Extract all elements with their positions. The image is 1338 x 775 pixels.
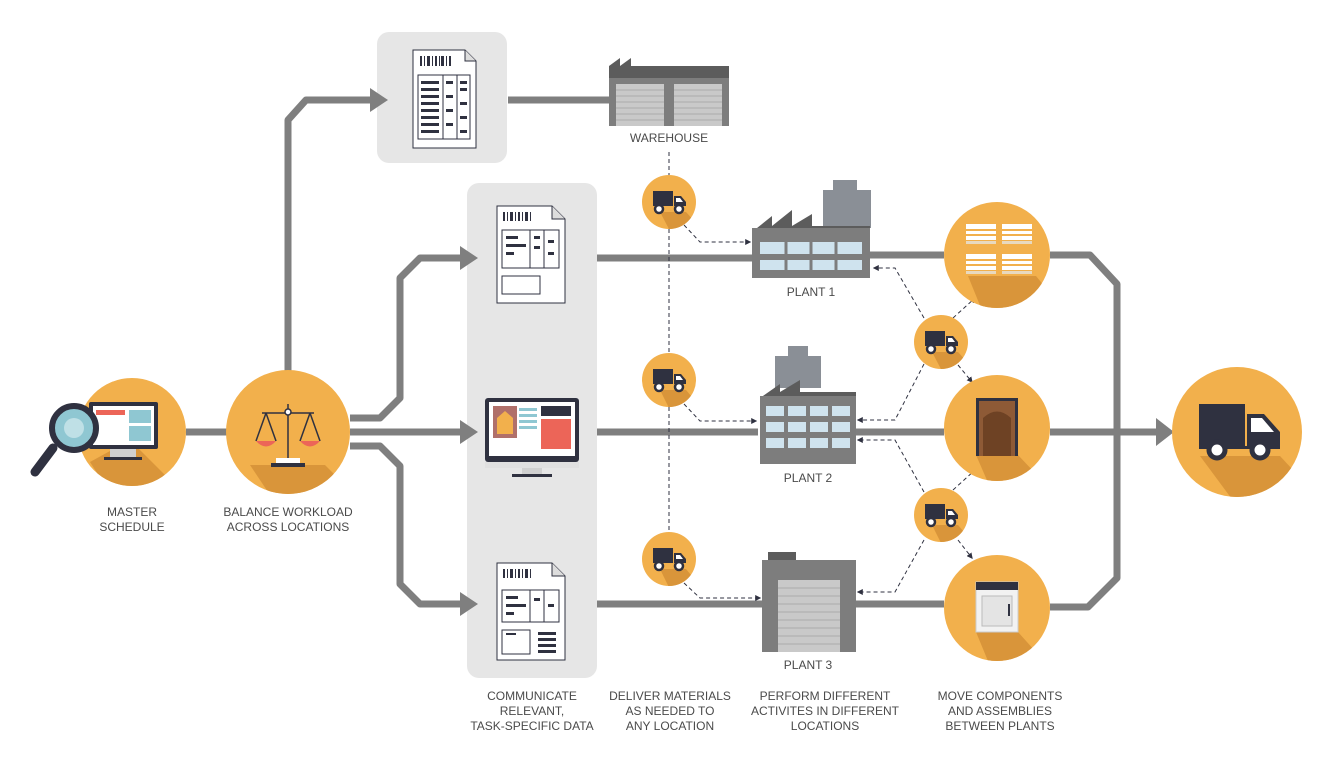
- truck-node-between-2-3: [914, 488, 968, 542]
- plant-3-label: PLANT 3: [783, 658, 833, 672]
- truck-node-between-1-2: [914, 315, 968, 369]
- document-icon-plant-3: [496, 562, 566, 661]
- appliance-icon: [975, 581, 1019, 633]
- warehouse-label: WAREHOUSE: [629, 131, 709, 145]
- monitor-icon: [89, 402, 158, 460]
- flow-arrowheads: [370, 88, 1174, 616]
- warehouse-building: [609, 58, 729, 126]
- plant-2-label: PLANT 2: [783, 471, 833, 485]
- magnifier-icon: [30, 403, 99, 477]
- document-icon-plant-1: [496, 205, 566, 304]
- plant-3-building: [762, 552, 856, 652]
- plant-1-label: PLANT 1: [786, 285, 836, 299]
- plant-2-building: [760, 346, 856, 464]
- door-icon: [976, 398, 1018, 456]
- flow-lines: [186, 96, 1158, 611]
- plant-1-building: [752, 180, 871, 278]
- oven-node: [944, 555, 1050, 661]
- delivery-truck-icon: [1199, 404, 1280, 461]
- truck-node-plant-3: [642, 532, 696, 586]
- scales-icon: [255, 404, 321, 467]
- delivery-truck-node: [1172, 367, 1302, 497]
- master-schedule-node: [30, 378, 186, 486]
- dashed-links: [668, 152, 976, 601]
- balance-workload-node: [226, 370, 350, 494]
- pallets-node: [944, 202, 1050, 308]
- truck-node-warehouse: [642, 175, 696, 229]
- monitor-icon-plant-2: [485, 398, 579, 477]
- document-icon-warehouse: [412, 49, 477, 149]
- door-node: [944, 375, 1050, 481]
- truck-node-plant-2: [642, 353, 696, 407]
